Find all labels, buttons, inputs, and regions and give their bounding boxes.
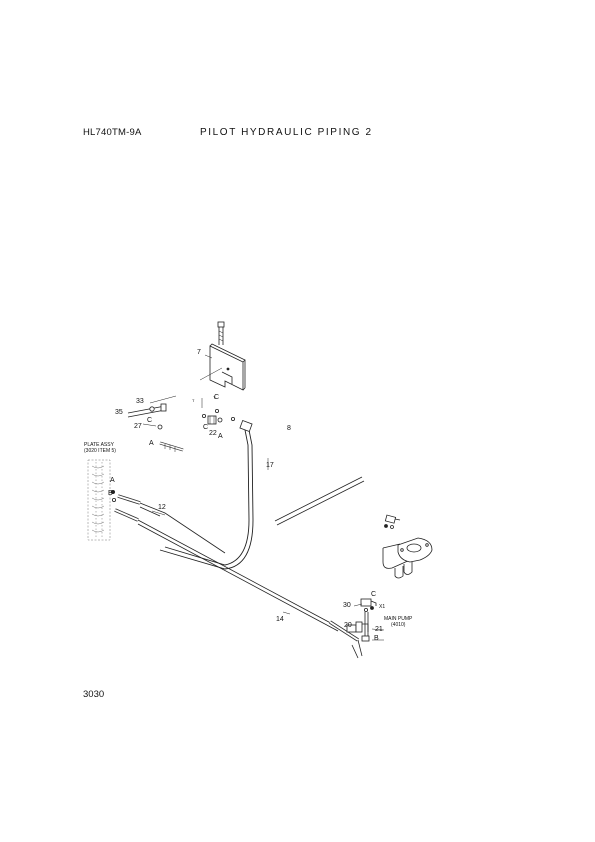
plate-assy-block — [87, 459, 111, 541]
port-c-4: C — [371, 591, 376, 598]
divider-line — [274, 476, 365, 526]
callout-22: 22 — [209, 430, 217, 437]
callout-20: 20 — [344, 622, 352, 629]
callout-12: 12 — [158, 504, 166, 511]
hose-end-fitting-a — [159, 441, 184, 452]
page-title: PILOT HYDRAULIC PIPING 2 — [200, 127, 373, 138]
port-c-3: C — [203, 424, 208, 431]
bolt-part-7 — [217, 321, 225, 345]
port-c-1: C — [147, 417, 152, 424]
port-b-2: B — [374, 635, 379, 642]
callout-14: 14 — [276, 616, 284, 623]
main-pump-label-2: (4010) — [391, 622, 406, 628]
svg-text:T: T — [192, 398, 195, 403]
hose-12 — [117, 494, 226, 554]
port-a-2: A — [149, 440, 154, 447]
svg-text:T: T — [213, 395, 216, 400]
port-a-3: A — [110, 477, 115, 484]
port-x1: X1 — [379, 604, 385, 610]
port-c-2: C — [214, 394, 219, 401]
callout-8: 8 — [287, 425, 291, 432]
callout-27: 27 — [134, 423, 142, 430]
callout-17: 17 — [266, 462, 274, 469]
main-pump-flange — [382, 537, 433, 579]
plate-assy-label-2: (3020 ITEM 5) — [84, 448, 116, 454]
bolt-part-35 — [127, 403, 167, 418]
leader-lines — [151, 398, 385, 641]
page-number: 3030 — [83, 689, 105, 700]
callout-33: 33 — [136, 398, 144, 405]
fitting-21 — [361, 612, 370, 642]
port-b-1: B — [108, 490, 113, 497]
port-a-1: A — [218, 433, 223, 440]
main-pump-label-1: MAIN PUMP — [384, 616, 413, 622]
fitting-22 — [201, 408, 235, 425]
fitting-30 — [360, 598, 377, 613]
hose-17 — [159, 420, 254, 570]
callout-7: 7 — [197, 349, 201, 356]
model-number: HL740TM-9A — [83, 127, 142, 138]
callout-30: 30 — [343, 602, 351, 609]
hose-14 — [114, 508, 363, 659]
bracket-plate — [209, 343, 246, 391]
flange-bolts — [384, 514, 401, 529]
plate-assy-label-1: PLATE ASSY — [84, 442, 115, 448]
callout-35: 35 — [115, 409, 123, 416]
callout-21: 21 — [375, 626, 383, 633]
